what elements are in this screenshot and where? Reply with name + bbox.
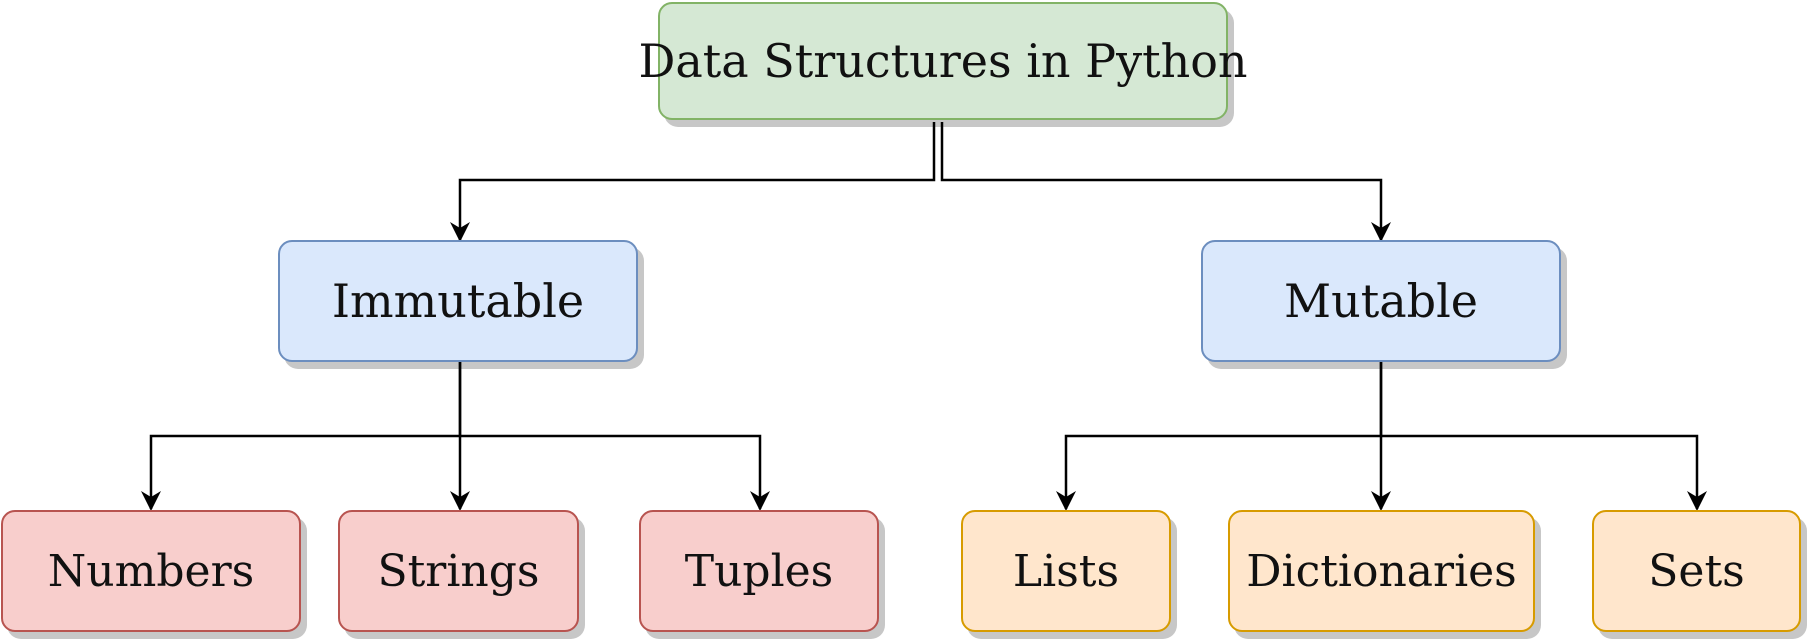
node-root: Data Structures in Python <box>638 2 1248 120</box>
edge-immutable-to-tuples <box>460 434 770 511</box>
edge-mutable-to-lists <box>1056 362 1383 511</box>
node-mutable: Mutable <box>1201 240 1561 362</box>
edge-immutable-to-numbers <box>141 362 462 511</box>
node-lists: Lists <box>961 510 1171 632</box>
node-mutable-label: Mutable <box>1283 274 1479 328</box>
node-root-label: Data Structures in Python <box>638 34 1248 88</box>
node-tuples: Tuples <box>639 510 879 632</box>
edge-root-to-immutable <box>450 122 936 242</box>
node-immutable: Immutable <box>278 240 638 362</box>
node-sets-label: Sets <box>1648 545 1745 597</box>
node-strings-label: Strings <box>377 545 540 597</box>
node-sets: Sets <box>1592 510 1801 632</box>
edge-root-to-mutable <box>940 122 1391 242</box>
node-dictionaries: Dictionaries <box>1228 510 1535 632</box>
node-lists-label: Lists <box>1012 545 1120 597</box>
node-numbers-label: Numbers <box>47 545 255 597</box>
node-numbers: Numbers <box>1 510 301 632</box>
edge-mutable-to-sets <box>1381 434 1707 511</box>
node-tuples-label: Tuples <box>684 545 834 597</box>
node-immutable-label: Immutable <box>331 274 585 328</box>
node-strings: Strings <box>338 510 579 632</box>
node-dictionaries-label: Dictionaries <box>1246 545 1517 597</box>
